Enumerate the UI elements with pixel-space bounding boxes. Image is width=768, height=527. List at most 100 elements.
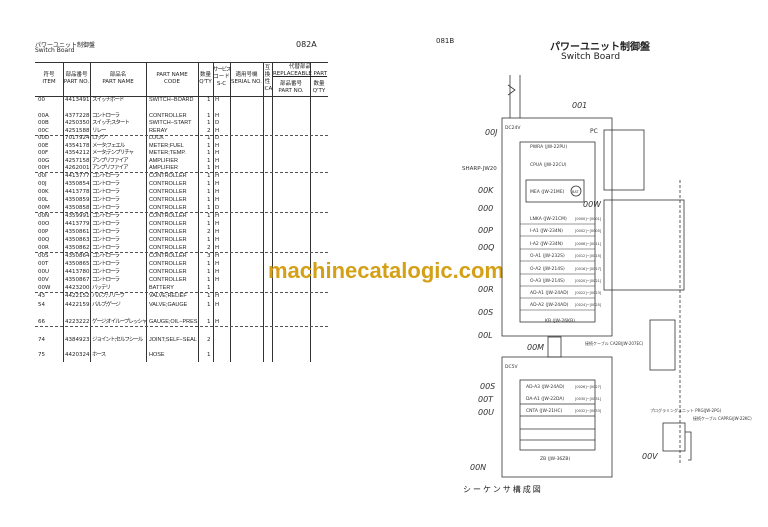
callout-label: 00J (485, 128, 498, 137)
module-address: [0020]−[0021] (575, 279, 602, 283)
part-name-jp-cell: コントローラ (92, 181, 120, 187)
qty-cell: 1 (207, 150, 211, 156)
h-code1: PART NAME (156, 72, 188, 78)
mea-label: MEA (JW-21ME) (530, 189, 565, 195)
h-repqty: Q'TY (312, 88, 326, 94)
item-cell: 66 (38, 319, 45, 325)
module-label: PWRA (JW-22PU) (530, 144, 567, 150)
service-code-cell: H (215, 165, 220, 171)
qty-cell: 1 (207, 237, 211, 243)
right-title-en: Switch Board (561, 52, 621, 62)
right-page-code: 081B (436, 37, 455, 45)
service-code-cell: H (215, 245, 220, 251)
item-cell: 00G (38, 158, 50, 164)
callout-label: 00S (480, 382, 495, 391)
module-label: O-A1 (JW-232S) (530, 253, 565, 259)
part-no-cell: 4413777 (65, 173, 90, 179)
part-code-cell: CONTROLLER (149, 113, 187, 119)
part-name-jp-cell: コントローラ (92, 237, 120, 243)
part-name-jp-cell: コントローラ (92, 173, 120, 179)
left-title-en: Switch Board (35, 47, 75, 54)
callout-label: 00L (478, 331, 493, 340)
module-label: AD-A2 (JW-24AD) (530, 302, 569, 308)
module-address: [0026]−[0027] (575, 385, 602, 389)
service-code-cell: H (215, 261, 220, 267)
part-name-jp-cell: バルブ;リリーフ (92, 293, 125, 299)
qty-cell: 2 (207, 229, 211, 235)
part-code-cell: CONTROLLER (149, 253, 187, 259)
mea-box (525, 179, 585, 203)
service-code-cell: H (215, 221, 220, 227)
item-cell: 00L (38, 197, 49, 203)
qty-cell: 1 (207, 319, 211, 325)
part-name-jp-cell: リレー (92, 128, 106, 134)
service-code-cell: H (215, 237, 220, 243)
part-no-cell: 4251588 (65, 128, 90, 134)
dc24v-label: DC24V (505, 125, 521, 131)
item-cell: 00T (38, 261, 49, 267)
item-cell: 00C (38, 128, 49, 134)
part-code-cell: VALVE;GAUGE (149, 302, 188, 308)
h-rep: REPLACEABLE PART (272, 71, 328, 77)
battery-icon (570, 185, 582, 197)
h-name: PART NAME (102, 79, 134, 85)
service-code-cell: H (215, 269, 220, 275)
part-name-jp-cell: コントローラ (92, 253, 120, 259)
part-name-jp-cell: コントローラ (92, 113, 120, 119)
callout-label: 00Q (478, 243, 494, 252)
left-title-jp: パワーユニット制御盤 (35, 42, 96, 49)
part-no-cell: 4354212 (65, 150, 90, 156)
qty-cell: 1 (207, 158, 211, 164)
h-svc2: コード (213, 74, 230, 80)
part-no-cell: 4350859 (65, 197, 90, 203)
h-qty: Q'TY (199, 79, 212, 85)
part-name-jp-cell: ロック (92, 135, 106, 141)
part-no-cell: 4262001 (65, 165, 90, 171)
part-name-jp-cell: ゲージ;オイループレッシャ (92, 319, 147, 325)
qty-cell: 1 (207, 97, 211, 103)
part-no-cell: 4350861 (65, 229, 90, 235)
service-code-cell: H (215, 128, 220, 134)
item-cell: 00Q (38, 237, 50, 243)
part-name-jp-cell: コントローラ (92, 197, 120, 203)
bat-label: BAT (572, 190, 580, 194)
part-name-jp-cell: スイッチボード (92, 97, 125, 103)
module-address: [0022]−[0023] (575, 291, 602, 295)
service-code-cell: H (215, 150, 220, 156)
module-label: CPUA (JW-22CU) (530, 162, 567, 168)
item-cell: 00P (38, 229, 49, 235)
service-code-cell: H (215, 158, 220, 164)
callout-label: 00K (478, 186, 494, 195)
item-cell: 00U (38, 269, 50, 275)
service-code-cell: H (215, 181, 220, 187)
prog-unit-label: プログラミングユニット PRG(JW-2PG) (650, 407, 722, 413)
part-name-jp-cell: バルブ;ゲージ (92, 302, 121, 308)
part-no-cell: 4350863 (65, 237, 90, 243)
part-code-cell: AMPLIFIER (149, 158, 179, 164)
h-partno: PART NO. (63, 79, 90, 85)
module-label: AD-A3 (JW-24AD) (526, 384, 565, 390)
part-name-jp-cell: ジョイント;セルフシール (92, 337, 143, 343)
service-code-cell: D (215, 205, 220, 211)
part-code-cell: BATTERY (149, 285, 174, 291)
service-code-cell: H (215, 277, 220, 283)
module-rack (519, 141, 596, 323)
qty-cell: 2 (207, 337, 211, 343)
qty-cell: 1 (207, 205, 211, 211)
right-title-jp: パワーユニット制御盤 (550, 42, 650, 53)
prog-cable-label: 接続ケーブル CAPRG(JW-22KC) (693, 415, 752, 421)
part-name-jp-cell: メータ;フェエル (92, 143, 125, 149)
dc5v-label: DC5V (505, 364, 518, 370)
part-code-cell: CONTROLLER (149, 229, 187, 235)
